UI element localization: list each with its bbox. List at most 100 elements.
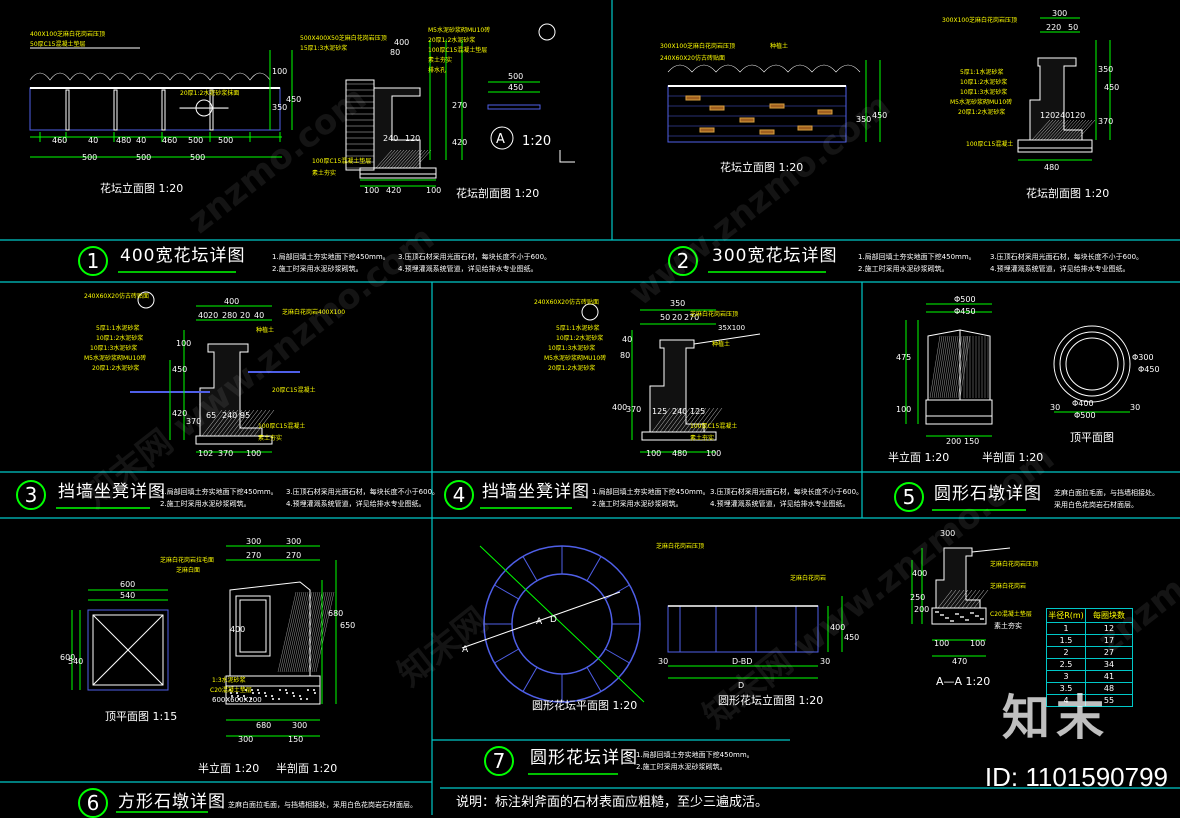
gravel-dot [257, 689, 259, 691]
dimension-label: Φ450 [1138, 365, 1160, 374]
dimension-label: 150 [288, 735, 303, 744]
dimension-label: Φ400 [1072, 399, 1094, 408]
dimension-label: 240 [672, 407, 687, 416]
dimension-label: 300 [246, 537, 261, 546]
dimension-label: 270 [452, 101, 467, 110]
material-label: 5厚1:1水泥砂浆 [96, 324, 139, 332]
p7-plan-caption: 圆形花坛平面图 1:20 [532, 700, 637, 711]
coping-joint [587, 556, 601, 580]
dimension-label: 100 [426, 186, 441, 195]
dimension-label: 20 [240, 311, 250, 320]
p2-note-1: 1.局部回填土夯实地面下挖450mm。 [858, 254, 976, 261]
coping-joint [494, 585, 518, 599]
hatch-line [312, 592, 330, 672]
dimension-label: 350 [272, 103, 287, 112]
dimension-label: 420 [452, 138, 467, 147]
planter-wall [30, 88, 280, 130]
panel-7-title: 圆形花坛详图 [530, 750, 638, 767]
coping-joint [494, 649, 518, 663]
dimension-label: 100 [272, 67, 287, 76]
material-label: 素土夯实 [258, 434, 282, 442]
material-label: 种植土 [770, 42, 788, 50]
p5-top-plan-caption: 顶平面图 [1070, 432, 1114, 443]
table-cell: 34 [1086, 659, 1133, 671]
concrete-base [1018, 140, 1092, 148]
p6-half-section-caption: 半剖面 1:20 [276, 763, 337, 774]
material-label: 10厚1:2水泥砂浆 [556, 334, 603, 342]
coping-joint [605, 649, 629, 663]
material-label: 10厚1:2水泥砂浆 [96, 334, 143, 342]
gravel-dot [278, 698, 280, 700]
gravel-dot [945, 617, 946, 618]
dimension-label: 450 [1104, 83, 1119, 92]
dimension-label: 200 [914, 605, 929, 614]
material-label: 素土夯实 [428, 56, 452, 64]
gravel-dot [980, 618, 981, 619]
material-label: 素土夯实 [690, 434, 714, 442]
material-label: M5水泥砂浆砌MU10砖 [544, 354, 606, 362]
hatch-line [948, 336, 958, 398]
top-plan-outer [1054, 326, 1130, 402]
dimension-label: 40 [88, 136, 98, 145]
material-label: 100厚C15混凝土 [690, 422, 737, 430]
hatch-line [956, 336, 966, 398]
hatch-line [946, 336, 956, 398]
dimension-label: Φ300 [1132, 353, 1154, 362]
hatch-line [296, 592, 314, 672]
dimension-label: 100 [934, 639, 949, 648]
dimension-label: 40 [622, 335, 632, 344]
material-label: C20混凝土垫层 [990, 610, 1032, 618]
p4-note-4: 4.预埋灌溉系统管道，详见给排水专业图纸。 [710, 501, 850, 508]
material-label: 排水孔 [428, 66, 446, 74]
p1-section-caption: 花坛剖面图 1:20 [456, 188, 539, 199]
dimension-label: 300 [1052, 9, 1067, 18]
panel-6-title: 方形石墩详图 [118, 794, 226, 811]
dimension-label: 480 [116, 136, 131, 145]
bottom-general-note: 说明：标注剁斧面的石材表面应粗糙，至少三遍成活。 [456, 796, 768, 809]
hatch-line [310, 592, 328, 672]
hatch-line [932, 336, 942, 398]
dimension-label: 250 [910, 593, 925, 602]
gravel-dot [264, 692, 266, 694]
dimension-label: 450 [286, 95, 301, 104]
dimension-label: 200 [946, 437, 961, 446]
dimension-label: 40 [136, 136, 146, 145]
material-label: 50厚C15混凝土垫层 [30, 40, 85, 48]
dimension-label: A [536, 617, 543, 627]
dimension-label: 450 [508, 83, 523, 92]
gravel-dot [313, 689, 315, 691]
p4-note-1: 1.局部回填土夯实地面下挖450mm。 [592, 489, 710, 496]
dimension-label: 460 [52, 136, 67, 145]
gravel-dot [972, 612, 973, 613]
dimension-label: 120 [1040, 111, 1055, 120]
p7-note-2: 2.施工时采用水泥砂浆砌筑。 [636, 764, 727, 771]
gravel-dot [265, 695, 267, 697]
hatch-line [298, 592, 316, 672]
material-label: 素土夯实 [994, 621, 1022, 630]
gravel-dot [937, 611, 938, 612]
dimension-label: Φ500 [954, 295, 976, 304]
table-header: 半径R(m) [1047, 609, 1086, 623]
gravel-dot [279, 689, 281, 691]
material-label: 芝麻白花岗岩压顶 [990, 560, 1038, 568]
p5-note-1: 芝麻白面拉毛面，与挡墙相接处。 [1054, 490, 1159, 497]
dimension-label: 125 [690, 407, 705, 416]
gravel-dot [258, 692, 260, 694]
dimension-label: 540 [120, 591, 135, 600]
material-label: 15厚1:3水泥砂浆 [300, 44, 347, 52]
hatch-line [308, 592, 326, 672]
dimension-label: 30 [1050, 403, 1060, 412]
p1-detail-scale: 1:20 [522, 135, 551, 148]
gravel-dot [982, 618, 983, 619]
material-label: 5厚1:1水泥砂浆 [960, 68, 1003, 76]
gravel-dot [252, 692, 254, 694]
hatch-line [940, 336, 950, 398]
gravel-dot [952, 620, 953, 621]
coping-detail [488, 105, 540, 109]
brick-accent [760, 130, 774, 134]
material-label: 20厚1:2水泥砂浆抹面 [180, 89, 239, 97]
coping-joint [523, 667, 537, 691]
section-mark [539, 24, 555, 40]
wall-section [374, 88, 420, 168]
